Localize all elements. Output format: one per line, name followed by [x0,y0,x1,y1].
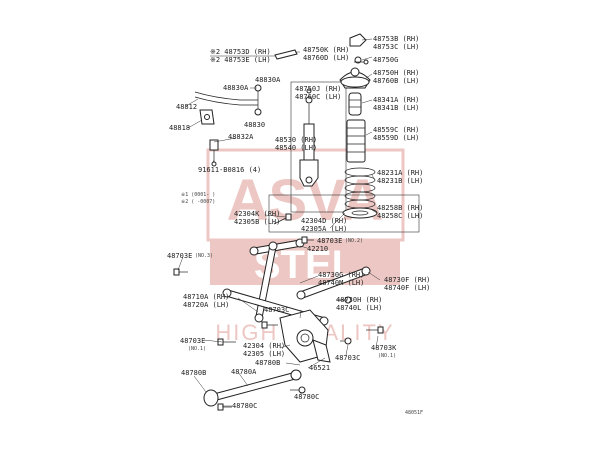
strut-group-box [268,194,420,233]
label-46521: 46521 [309,364,331,372]
note-1: ※1 (0001- ) [181,192,216,198]
label-42210: 42210 [307,245,329,253]
label-48231A: 48231A (RH) [377,169,424,177]
lower-arm-48730F [296,266,371,300]
label-48780B-left: 48780B [181,369,207,377]
leader-lines [177,38,381,407]
label-42304K: 42304K (RH) [234,210,281,218]
label-48760D: 48760D (LH) [303,54,350,62]
coil-spring [344,167,376,209]
label-48258C: 48258C (LH) [377,212,424,220]
label-48730G: 48730G (RH) [318,271,365,279]
label-48812: 48812 [176,103,198,111]
label-48258B: 48258B (RH) [377,204,424,212]
label-48753D: ※2 48753D (RH) [210,48,271,56]
label-48750G: 48750G [373,56,399,64]
label-48780A: 48780A [231,368,257,376]
label-48703C-right: 48703C [335,354,361,362]
label-48760B: 48760B (LH) [373,77,420,85]
label-no1-left: (NO.1) [188,346,207,352]
label-42304: 42304 (RH) [243,342,286,350]
label-48540: 48540 (LH) [275,144,318,152]
label-48818: 48818 [169,124,191,132]
label-48231B: 48231B (LH) [377,177,424,185]
shock-absorber [299,88,319,187]
label-48703E-low: 48703E [180,337,206,345]
label-42305B: 42305B (LH) [234,218,281,226]
upper-mount [339,33,371,89]
upper-link [249,238,305,256]
label-48703K: 48703K [371,344,397,352]
bolts [173,59,384,411]
label-48753C: 48753C (LH) [373,43,420,51]
label-48341A: 48341A (RH) [373,96,420,104]
label-48730F: 48730F (RH) [384,276,431,284]
stabilizer-bar [194,49,298,167]
label-48832A: 48832A [228,133,254,141]
label-48830A-top: 48830A [255,76,281,84]
label-48703C-mid: 48703C [264,306,290,314]
bump-stop [348,92,362,116]
label-42305A: 42305A (LH) [301,225,348,233]
label-48740L: 48740L (LH) [336,304,383,312]
label-48710A: 48710A (RH) [183,293,230,301]
label-no2: (NO.2) [345,238,364,244]
dust-cover [346,119,366,163]
trailing-arm-48780A [203,369,302,407]
label-48780C-bottom: 48780C [232,402,258,410]
label-48830: 48830 [244,121,266,129]
label-48740M: 48740M (LH) [318,279,365,287]
label-91611: 91611-B0816 (4) [198,166,262,174]
label-48720A: 48720A (LH) [183,301,230,309]
shock-group-box [290,81,347,213]
label-48341B: 48341B (LH) [373,104,420,112]
label-48780B-mid: 48780B [255,359,281,367]
note-2: ※2 ( -0007) [181,199,216,205]
label-48740F: 48740F (LH) [384,284,431,292]
label-48830A-left: 48830A [223,84,249,92]
label-48559C: 48559C (RH) [373,126,420,134]
label-48703E-mid: 48703E [317,237,343,245]
label-48750J: 48750J (RH) [295,85,342,93]
label-48530: 48530 (RH) [275,136,318,144]
label-42304D: 42304D (RH) [301,217,348,225]
label-42305: 42305 (LH) [243,350,286,358]
label-no3: (NO.3) [195,253,214,259]
label-48753E: ※2 48753E (LH) [210,56,271,64]
label-48750H: 48750H (RH) [373,69,420,77]
diagram-code: 48051F [405,410,424,416]
label-48753B: 48753B (RH) [373,35,420,43]
rear-axle-carrier [279,309,331,363]
label-no1-right: (NO.1) [378,353,397,359]
label-48730H: 48730H (RH) [336,296,383,304]
label-48760C: 48760C (LH) [295,93,342,101]
label-48750K: 48750K (RH) [303,46,350,54]
label-48780C-right: 48780C [294,393,320,401]
label-48559D: 48559D (LH) [373,134,420,142]
label-48703E-left: 48703E [167,252,193,260]
spring-seat [342,207,378,219]
